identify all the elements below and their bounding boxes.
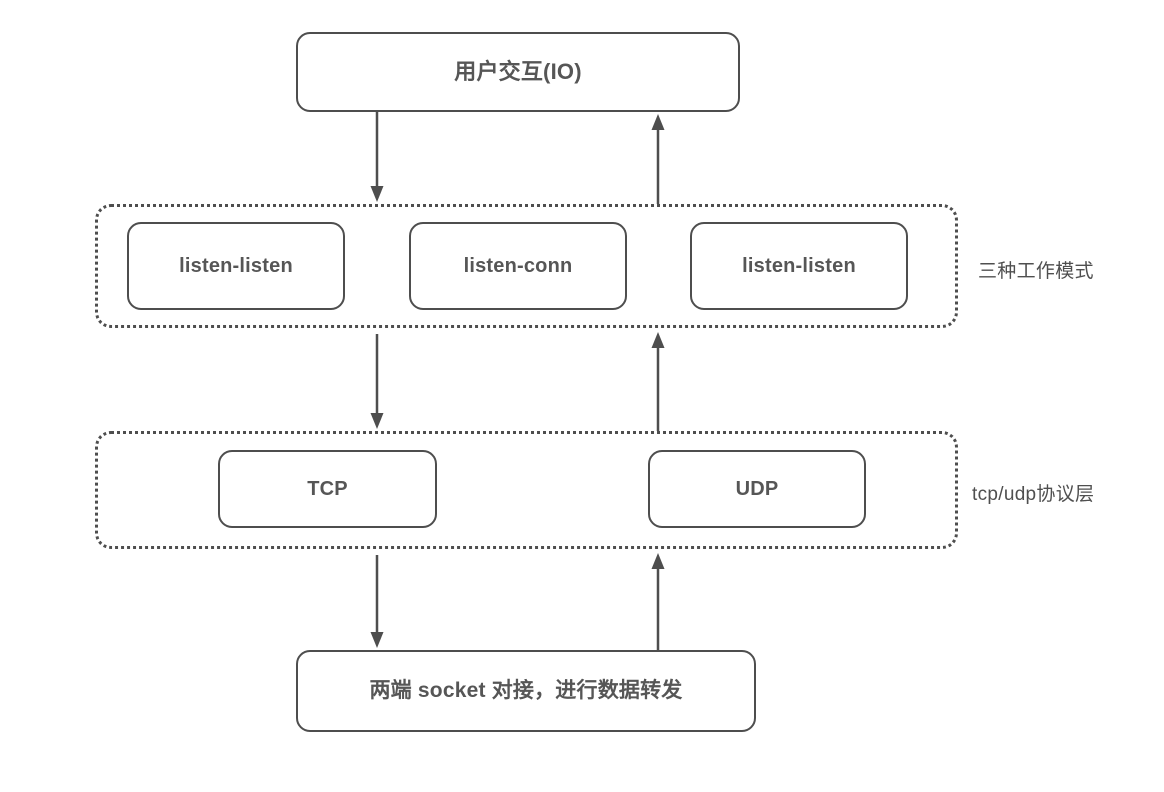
- node-udp: UDP: [648, 450, 866, 528]
- node-mode-listen-listen-1: listen-listen: [127, 222, 345, 310]
- node-user-io-label: 用户交互(IO): [454, 58, 582, 84]
- node-tcp-label: TCP: [307, 478, 348, 500]
- node-mode-label: listen-conn: [463, 255, 573, 277]
- group-label-protocol-layer: tcp/udp协议层: [972, 484, 1095, 505]
- arrow-modes-to-protocol-down: [370, 334, 384, 429]
- node-mode-label: listen-listen: [179, 255, 293, 277]
- arrow-protocol-to-modes-up: [651, 332, 665, 431]
- arrow-socket-to-protocol-up: [651, 553, 665, 650]
- node-udp-label: UDP: [735, 478, 779, 500]
- arrow-modes-to-io-up: [651, 114, 665, 204]
- node-mode-listen-listen-2: listen-listen: [690, 222, 908, 310]
- node-socket-forwarding-label: 两端 socket 对接，进行数据转发: [369, 679, 683, 703]
- group-protocol-layer: [95, 431, 958, 549]
- node-user-io: 用户交互(IO): [296, 32, 740, 112]
- arrow-protocol-to-socket-down: [370, 555, 384, 648]
- node-tcp: TCP: [218, 450, 437, 528]
- node-mode-listen-conn: listen-conn: [409, 222, 627, 310]
- arrow-io-to-modes-down: [370, 112, 384, 202]
- node-socket-forwarding: 两端 socket 对接，进行数据转发: [296, 650, 756, 732]
- group-label-working-modes: 三种工作模式: [978, 261, 1094, 282]
- group-working-modes: [95, 204, 958, 328]
- node-mode-label: listen-listen: [742, 255, 856, 277]
